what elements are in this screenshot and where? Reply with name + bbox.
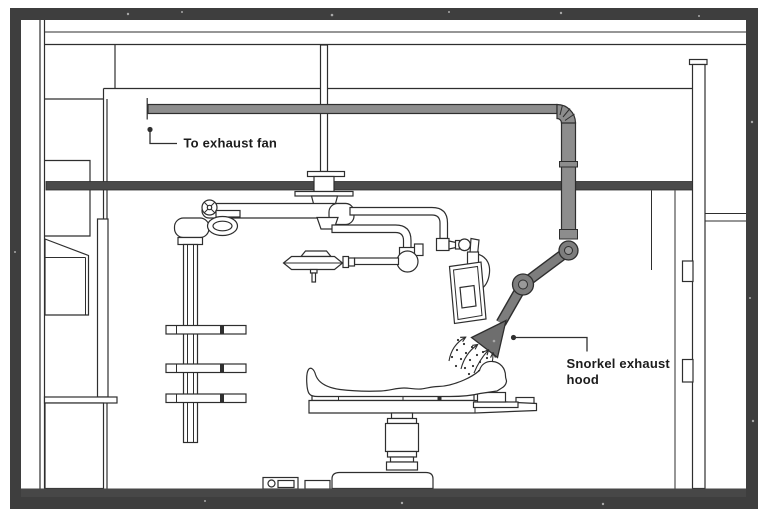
- headrest-base: [472, 401, 519, 409]
- monitor-tube-coupler: [435, 237, 450, 252]
- table-pedestal: [331, 412, 434, 490]
- equipment-pole: [182, 243, 199, 444]
- base-cabinet: [44, 402, 105, 490]
- exhaust-fan-leader-line: [149, 131, 177, 145]
- headrest-pad: [476, 391, 507, 403]
- room-border-frame: [10, 8, 758, 509]
- duct-horizontal-run: [147, 103, 558, 115]
- snorkel-arm: [470, 240, 579, 359]
- door-hinge-lower: [681, 358, 694, 383]
- boom-end-joint-pin: [206, 204, 213, 211]
- snorkel-hood-leader-dot: [510, 334, 517, 341]
- floor-box: [304, 479, 331, 490]
- operating-table-group: [262, 360, 538, 490]
- foot-pedal: [262, 476, 299, 490]
- light-yoke: [299, 250, 333, 258]
- duct-bottom-collar: [559, 229, 578, 240]
- pole-crossbar-top: [165, 324, 247, 335]
- patient-figure: [306, 360, 508, 398]
- border-left: [10, 8, 21, 509]
- border-bottom: [10, 497, 758, 509]
- airflow-arrow-2: [460, 345, 477, 370]
- mount-flange: [306, 170, 346, 178]
- monitor-frame: [452, 265, 483, 321]
- door-column: [691, 63, 706, 490]
- exhaust-duct: [146, 98, 578, 240]
- monitor-ball-joint: [458, 238, 471, 252]
- left-wall-cabinets: [43, 159, 118, 490]
- door-assembly: [651, 58, 746, 490]
- arm-joint-upper-pin: [564, 246, 573, 255]
- door-side-rails: [705, 213, 746, 222]
- upper-cabinet: [44, 159, 91, 237]
- tilted-panel: [44, 238, 90, 316]
- door-column-cap: [688, 58, 708, 66]
- light-ball-joint: [396, 250, 419, 273]
- equipment-pole-inner-lines: [187, 244, 194, 443]
- tube-accessory: [413, 243, 424, 257]
- airflow-arrow-3: [473, 351, 488, 374]
- duct-flange: [559, 161, 578, 168]
- foot-pedal-knob: [267, 479, 276, 488]
- border-right: [746, 8, 758, 509]
- border-top: [10, 8, 758, 20]
- structural-beam-bar: [45, 181, 693, 191]
- exhaust-fan-leader-dot: [147, 126, 153, 133]
- counter-shelf: [43, 396, 118, 404]
- light-arm-cylinder-a: [342, 255, 350, 269]
- foot-pedal-switch: [277, 479, 295, 489]
- airflow-arrow-1: [448, 338, 465, 362]
- duct-elbow-gores: [559, 104, 575, 121]
- table-base: [331, 471, 434, 490]
- pole-pivot-inner: [212, 220, 233, 232]
- pole-bracket-plate: [215, 209, 241, 218]
- mount-plate: [294, 190, 354, 197]
- mount-column: [313, 175, 335, 193]
- pole-crossbar-bottom: [165, 393, 247, 404]
- snorkel-hood-label-line1: Snorkel exhaust: [567, 356, 671, 371]
- monitor-supply-tube: [349, 206, 449, 240]
- light-arm-tube: [353, 257, 400, 266]
- surgical-boom-assembly: [165, 170, 491, 444]
- callout-snorkel-hood: Snorkel exhaust hood: [510, 334, 671, 387]
- hood-highlight: [492, 339, 496, 343]
- tilted-panel-inner: [45, 257, 86, 315]
- light-arm-cylinder-b: [347, 257, 356, 267]
- monitor-screen: [459, 284, 477, 309]
- callout-exhaust-fan: To exhaust fan: [147, 126, 278, 151]
- snorkel-hood-label-line2: hood: [567, 372, 600, 387]
- snorkel-hood-funnel: [470, 319, 507, 359]
- tall-side-panel: [96, 218, 109, 398]
- pole-cap: [177, 236, 204, 246]
- duct-vertical-run: [560, 121, 577, 238]
- arm-joint-lower-pin: [518, 279, 528, 290]
- pole-head: [173, 217, 210, 239]
- door-hinge-upper: [681, 260, 694, 283]
- pole-crossbar-middle: [165, 363, 247, 374]
- snorkel-hood-leader-line: [516, 336, 588, 352]
- border-speckles: [14, 11, 755, 506]
- light-handle: [311, 272, 317, 283]
- exhaust-fan-label: To exhaust fan: [184, 136, 278, 151]
- light-supply-tube: [331, 224, 412, 249]
